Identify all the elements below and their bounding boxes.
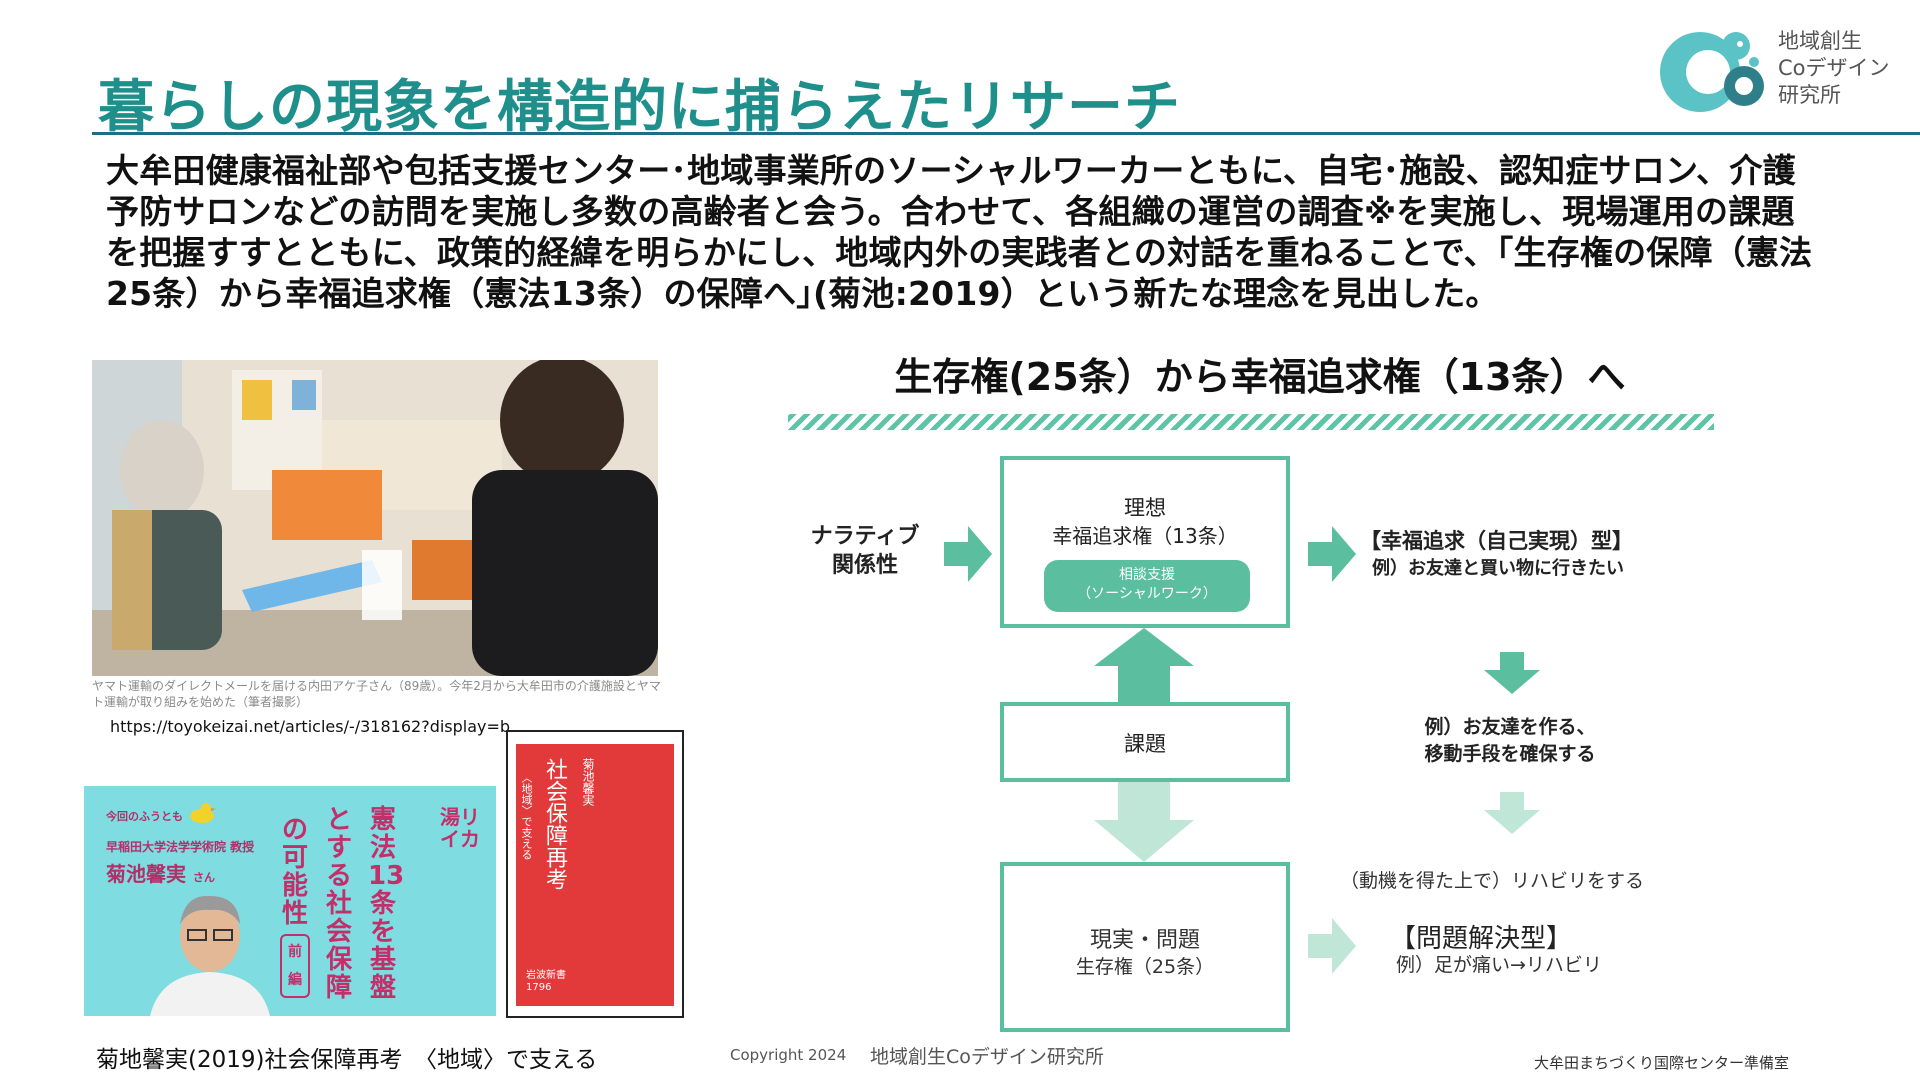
card-title-col1: 憲法13条を基盤 — [368, 805, 405, 1003]
diagram-title: 生存権(25条）から幸福追求権（13条）へ — [894, 355, 1626, 399]
photo-caption: ヤマト運輸のダイレクトメールを届ける内田アケ子さん（89歳）。今年2月から大牟田… — [92, 679, 661, 709]
intro-paragraph: 大牟田健康福祉部や包括支援センター･地域事業所のソーシャルワーカーともに、自宅･… — [106, 151, 1813, 313]
arrow-down-icon — [1484, 652, 1540, 694]
book-subtitle: 〈地域〉で支える — [520, 772, 533, 860]
ideal-box: 理想 幸福追求権（13条） 相談支援 （ソーシャルワーク） — [1000, 456, 1290, 628]
happiness-type-title: 【幸福追求（自己実現）型】 — [1360, 529, 1633, 553]
arrow-right-icon — [944, 526, 992, 582]
happiness-type-example: 例）お友達と買い物に行きたい — [1372, 558, 1624, 579]
consultation-support-pill: 相談支援 （ソーシャルワーク） — [1044, 560, 1250, 612]
card-title-col3: の可能性 前編 — [280, 816, 310, 998]
consult-line-2: （ソーシャルワーク） — [1077, 586, 1217, 602]
page-title: 暮らしの現象を構造的に捕らえたリサーチ — [98, 75, 1181, 140]
book-publisher: 岩波新書 1796 — [526, 970, 566, 994]
arrow-down-icon — [1484, 792, 1540, 834]
narrative-label: ナラティブ関係性 — [810, 524, 920, 578]
hatched-divider — [788, 414, 1714, 430]
copyright: Copyright 2024 — [730, 1046, 847, 1064]
friends-line-2: 移動手段を確保する — [1424, 743, 1596, 765]
card-series: 今回のふうとも — [106, 810, 183, 823]
interview-card: 今回のふうとも 早稲田大学法学学術院 教授 菊池馨実 さん の可能性 前編 とす… — [84, 786, 496, 1016]
logo-line-2: Coデザイン — [1778, 56, 1890, 80]
card-name-suffix: さん — [192, 871, 215, 884]
copyright-org: 地域創生Coデザイン研究所 — [870, 1046, 1104, 1068]
issue-box: 課題 — [1000, 702, 1290, 782]
card-title-col2: とする社会保障 — [325, 805, 352, 1003]
rehab-text: （動機を得た上で）リハビリをする — [1340, 870, 1645, 892]
photo-illustration — [92, 360, 658, 676]
card-name-text: 菊池馨実 — [106, 862, 186, 886]
field-visit-photo — [92, 360, 658, 676]
card-affiliation: 早稲田大学法学学術院 教授 — [106, 840, 255, 854]
duck-icon — [190, 803, 216, 823]
source-url[interactable]: https://toyokeizai.net/articles/-/318162… — [110, 717, 511, 736]
consult-label: 相談支援 （ソーシャルワーク） — [1044, 560, 1250, 604]
friends-line-1: 例）お友達を作る、 — [1424, 716, 1596, 738]
arrow-right-icon — [1308, 918, 1356, 974]
ideal-label: 理想 — [1124, 496, 1166, 520]
card-col3-tag: 前編 — [280, 934, 310, 998]
book-credit: 菊地馨実(2019)社会保障再考 〈地域〉で支える — [96, 1047, 598, 1073]
issue-label: 課題 — [1124, 732, 1166, 756]
book-author: 菊池馨実 — [581, 758, 595, 806]
friends-example: 例）お友達を作る、 移動手段を確保する — [1400, 714, 1620, 768]
book-title: 社会保障再考 — [542, 758, 567, 890]
book-cover: 菊池馨実 社会保障再考 〈地域〉で支える 岩波新書 1796 — [516, 744, 674, 1006]
logo-line-1: 地域創生 — [1778, 29, 1862, 53]
card-stamp: 湯リイカ — [440, 806, 480, 926]
reality-label: 現実・問題 — [1089, 928, 1200, 953]
book-number: 1796 — [526, 982, 552, 993]
institute-logo — [1660, 32, 1764, 112]
professor-portrait — [140, 884, 280, 1016]
book-publisher-name: 岩波新書 — [526, 970, 566, 981]
title-divider — [92, 132, 1920, 135]
arrow-up-icon — [1094, 628, 1194, 702]
consult-line-1: 相談支援 — [1119, 567, 1175, 583]
survival-right-label: 生存権（25条） — [1075, 956, 1215, 978]
problem-type-example: 例）足が痛い→リハビリ — [1396, 954, 1602, 976]
footer-org: 大牟田まちづくり国際センター準備室 — [1534, 1054, 1790, 1072]
ideal-right-label: 幸福追求権（13条） — [1052, 524, 1238, 548]
arrow-right-icon — [1308, 526, 1356, 582]
card-stamp-text: 湯リイカ — [440, 805, 480, 851]
logo-line-3: 研究所 — [1778, 83, 1841, 107]
card-person-name: 菊池馨実 さん — [106, 858, 215, 887]
card-col3-text: の可能性 — [281, 815, 308, 929]
logo-text: 地域創生 Coデザイン 研究所 — [1778, 28, 1890, 109]
problem-type-title: 【問題解決型】 — [1390, 924, 1573, 954]
arrow-down-icon — [1094, 782, 1194, 862]
reality-box: 現実・問題 生存権（25条） — [1000, 862, 1290, 1032]
